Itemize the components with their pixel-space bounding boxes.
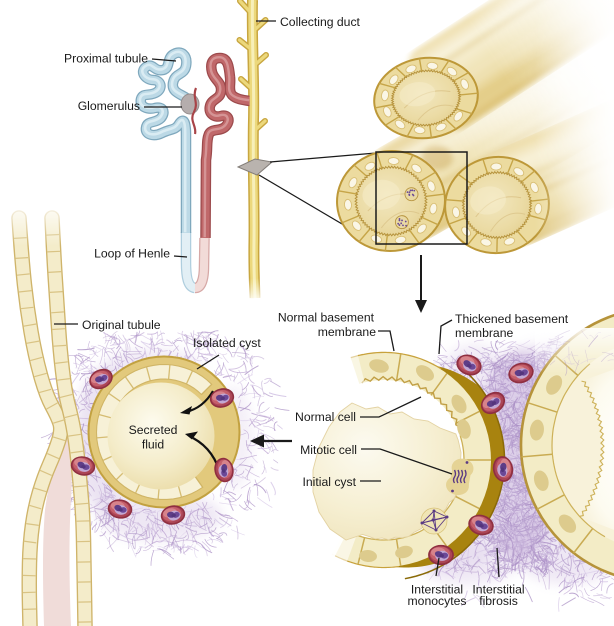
svg-text:fluid: fluid <box>142 438 164 452</box>
svg-text:Collecting duct: Collecting duct <box>280 15 361 29</box>
svg-text:Initial cyst: Initial cyst <box>302 475 356 489</box>
svg-text:Isolated cyst: Isolated cyst <box>193 336 261 350</box>
svg-text:Normal cell: Normal cell <box>295 410 356 424</box>
svg-text:membrane: membrane <box>455 326 513 340</box>
svg-text:Secreted: Secreted <box>129 423 178 437</box>
svg-text:Glomerulus: Glomerulus <box>78 99 140 113</box>
svg-text:fibrosis: fibrosis <box>479 594 518 608</box>
svg-text:Proximal tubule: Proximal tubule <box>64 52 148 66</box>
svg-text:Thickened basement: Thickened basement <box>455 312 569 326</box>
svg-text:Normal basement: Normal basement <box>278 311 375 325</box>
svg-text:Interstitial: Interstitial <box>411 583 463 597</box>
svg-text:Loop of Henle: Loop of Henle <box>94 247 170 261</box>
svg-text:monocytes: monocytes <box>408 594 467 608</box>
svg-text:membrane: membrane <box>318 325 376 339</box>
svg-text:Mitotic cell: Mitotic cell <box>300 443 357 457</box>
svg-text:Original tubule: Original tubule <box>82 318 161 332</box>
svg-text:Interstitial: Interstitial <box>472 583 524 597</box>
